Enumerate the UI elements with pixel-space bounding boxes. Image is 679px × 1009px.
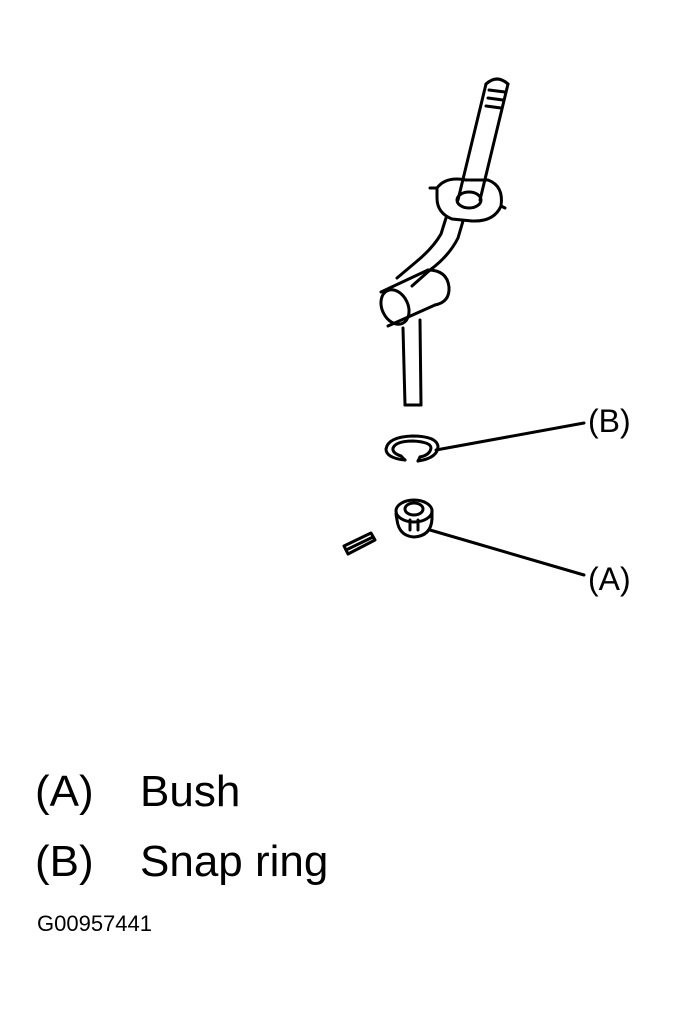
legend-text-a: Bush xyxy=(140,767,241,816)
callout-b-leader xyxy=(434,421,586,452)
legend-key-a: (A) xyxy=(35,767,94,816)
callout-b-label: (B) xyxy=(588,403,631,439)
shift-lever-shaft xyxy=(379,77,510,407)
pin xyxy=(342,531,377,556)
legend-text-b: Snap ring xyxy=(140,837,329,886)
callout-a-leader xyxy=(428,528,586,577)
bush xyxy=(394,498,434,539)
legend-key-b: (B) xyxy=(35,837,94,886)
parts-diagram: (B) (A) xyxy=(342,77,631,597)
snap-ring xyxy=(384,434,440,463)
callout-a-label: (A) xyxy=(588,561,631,597)
figure-code: G00957441 xyxy=(37,911,152,936)
